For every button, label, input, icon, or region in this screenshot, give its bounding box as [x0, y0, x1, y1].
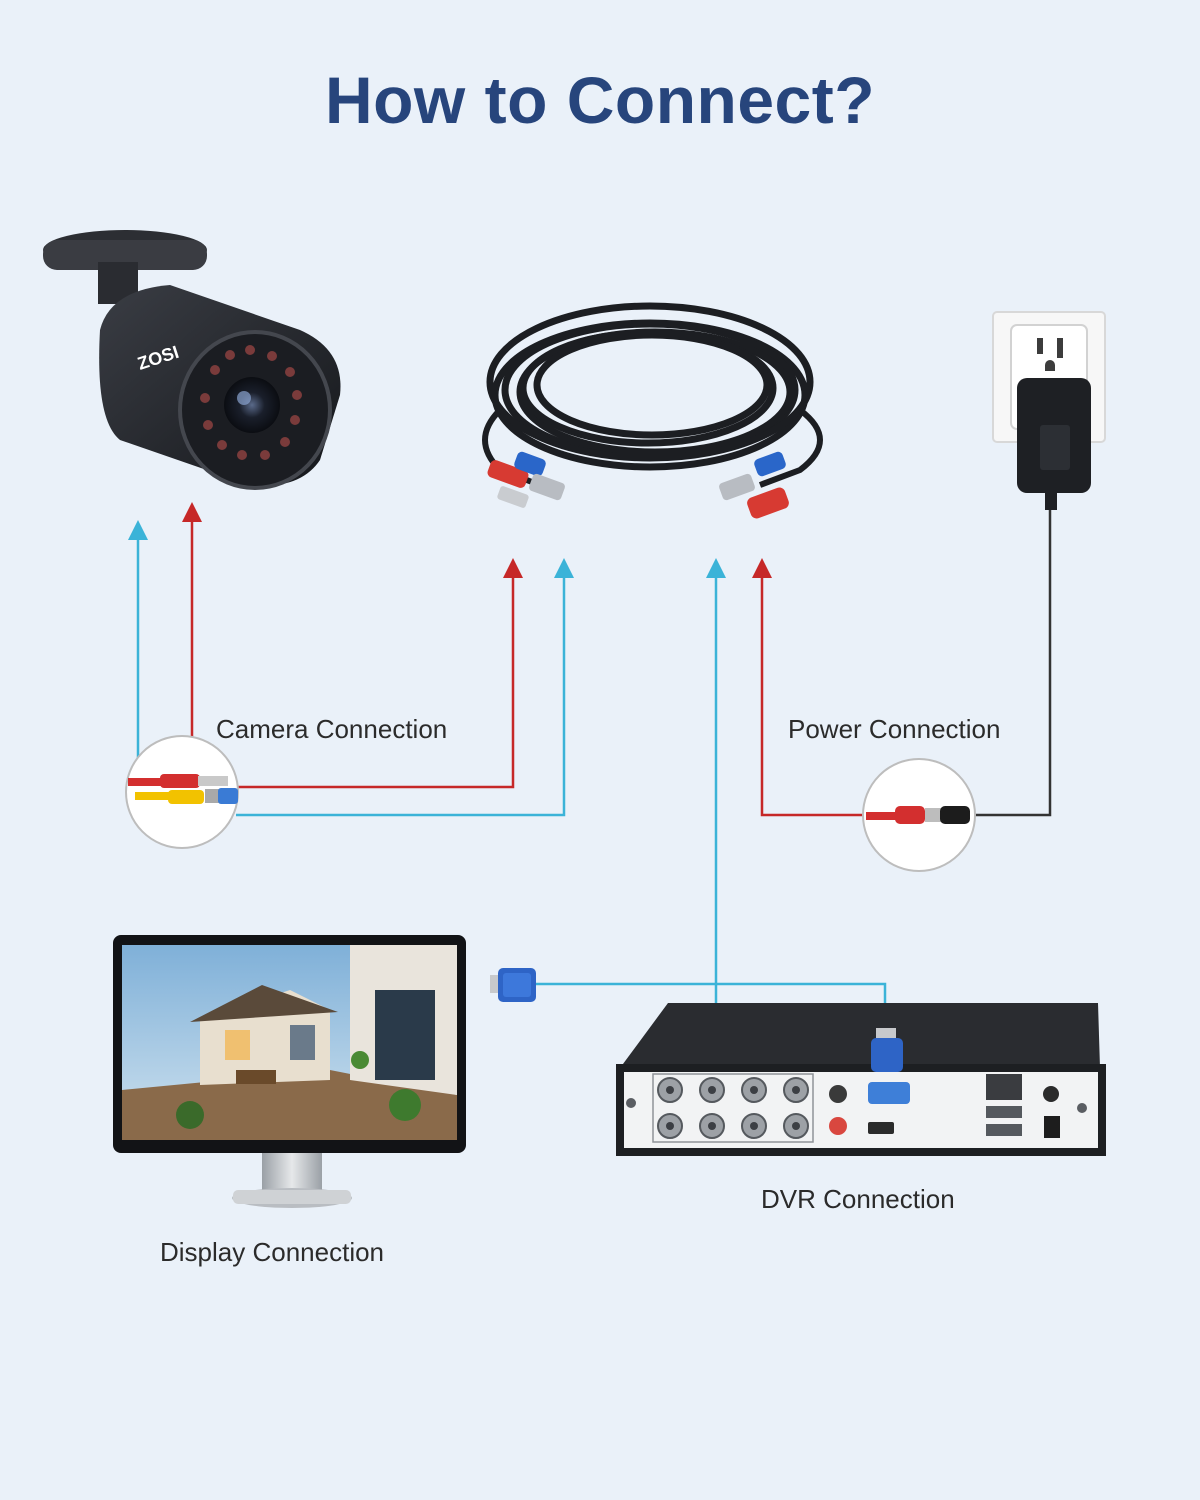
cable-right-connectors	[719, 451, 789, 519]
camera-to-cable-power-line	[236, 558, 523, 789]
power-adapter-image	[992, 311, 1106, 510]
dvr-vga-plug-icon	[871, 1028, 903, 1072]
adapter-cord	[975, 510, 1052, 817]
monitor-image	[113, 935, 466, 1208]
power-connector-closeup	[862, 758, 976, 872]
cable-to-power-line	[752, 558, 866, 817]
page-title: How to Connect?	[324, 63, 876, 137]
camera-to-cable-video-line	[236, 558, 574, 817]
display-connection-label: Display Connection	[160, 1237, 385, 1267]
bnc-cable-image	[482, 302, 823, 488]
dvr-connection-label: DVR Connection	[761, 1184, 955, 1214]
cable-left-connectors	[487, 451, 565, 508]
camera-connection-label: Camera Connection	[216, 714, 448, 744]
power-connection-label: Power Connection	[788, 714, 1001, 744]
vga-plug-icon	[490, 968, 536, 1002]
dvr-image	[616, 1003, 1106, 1156]
camera-image: ZOSI	[43, 230, 341, 490]
camera-connector-closeup	[125, 735, 239, 849]
